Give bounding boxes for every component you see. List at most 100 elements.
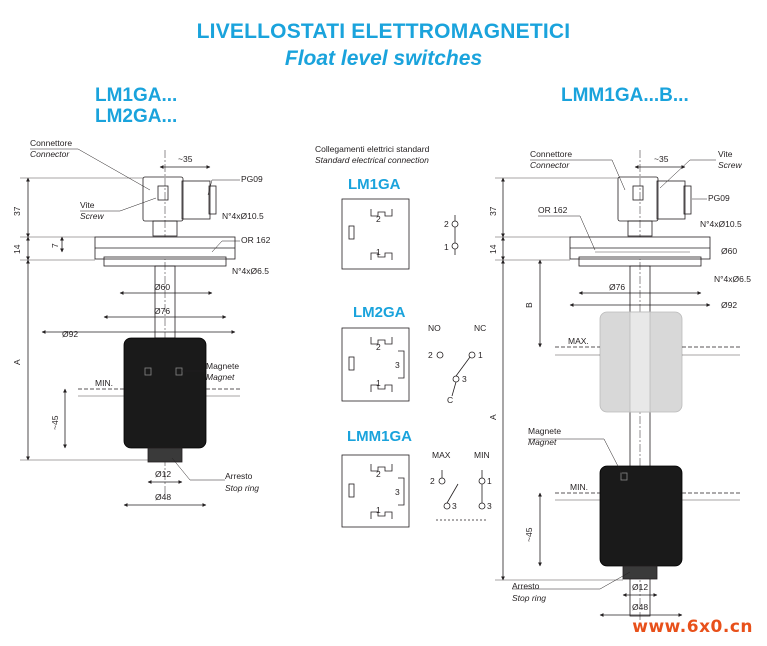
lm1-pin2-label: 2 [376,214,381,224]
lm2-c-label: C [447,395,453,405]
left-connector-label-en: Connector [30,149,70,159]
lm2-no-label: NO [428,323,441,333]
right-connector-gland [656,180,686,220]
lm1-contact-2: 2 [444,219,449,229]
left-dim-a: A [12,359,22,365]
left-holes-lower: N°4xØ6.5 [232,266,269,276]
left-dim-92: Ø92 [62,329,78,339]
lmm1-contact-1: 1 [487,476,492,486]
left-dim-35: ~35 [178,154,193,164]
left-dim-12: Ø12 [155,469,171,479]
model-lm1ga: LM1GA... [95,85,178,106]
lmm1-pin1-label: 1 [376,505,381,515]
left-dim-45: ~45 [50,415,60,430]
lmm1-pin2 [370,464,393,472]
left-connector-base [152,220,178,237]
left-magnet-label-en: Magnet [206,372,235,382]
right-dim-35: ~35 [654,154,669,164]
right-connector-label: Connettore [530,149,572,159]
right-connector-base [627,220,653,237]
left-stop-label: Arresto [225,471,253,481]
connection-heading: Collegamenti elettrici standard [315,144,430,154]
right-screw [632,185,644,201]
left-holes-upper: N°4xØ10.5 [222,211,264,221]
right-dim-92: Ø92 [721,300,737,310]
left-connector-gland [181,180,211,220]
right-dim-a: A [488,414,498,420]
right-magnet [620,472,628,481]
title-italian: LIVELLOSTATI ELETTROMAGNETICI [196,20,571,43]
left-dim-7: 7 [50,243,60,248]
right-dim-45: ~45 [524,527,534,542]
left-dim-14: 14 [12,244,22,254]
lmm1-min-label: MIN [474,450,490,460]
center-schematics: Collegamenti elettrici standard Standard… [315,144,492,528]
right-stop-label-en: Stop ring [512,593,546,603]
connection-heading-en: Standard electrical connection [315,155,429,165]
left-pg-nut [208,185,217,215]
left-connector-body [142,176,184,222]
lm1-contact-1: 1 [444,242,449,252]
lmm1-pin1 [370,511,393,519]
lm1-pin1-label: 1 [376,247,381,257]
lmm1-contact-2: 2 [430,476,435,486]
right-max-label: MAX. [568,336,589,346]
right-stop-label: Arresto [512,581,540,591]
lm2-contact-2: 2 [428,350,433,360]
left-dim-48: Ø48 [155,492,171,502]
right-dim-48: Ø48 [632,602,648,612]
watermark: www.6x0.cn [632,617,753,637]
lmm1-pin3-label: 3 [395,487,400,497]
lm2-contact-1: 1 [478,350,483,360]
left-dim-60: Ø60 [154,282,170,292]
lm1-schematic-title: LM1GA [348,176,401,193]
lmm1-max-blade [446,483,459,504]
lm2-pin3-label: 3 [395,360,400,370]
right-magnet-label: Magnete [528,426,561,436]
left-dim-37: 37 [12,206,22,216]
right-dim-b: B [524,302,534,308]
right-connector-body [617,176,659,222]
right-screw-label-en: Screw [718,160,742,170]
lmm1-max-label: MAX [432,450,451,460]
left-magnet-left [144,367,152,376]
lm2-nc-label: NC [474,323,486,333]
left-magnet-label: Magnete [206,361,239,371]
lm2-schematic-title: LM2GA [353,304,406,321]
lmm1-ground [348,483,355,498]
lmm1-pin3 [398,477,405,506]
right-magnet-label-en: Magnet [528,437,557,447]
lm2-pin2-label: 2 [376,342,381,352]
left-drawing [20,148,240,507]
lmm1-contact-3a: 3 [452,501,457,511]
lm2-pin1 [370,384,393,392]
lmm1-pin2-label: 2 [376,469,381,479]
lm1-pin1 [370,252,393,260]
lm2-connector-box [341,327,410,402]
lm2-switch-blade [455,356,471,377]
lmm1-contact-3b: 3 [487,501,492,511]
lm1-pin2 [370,209,393,217]
left-or-label: OR 162 [241,235,271,245]
right-min-label: MIN. [570,482,588,492]
lm2-pin3 [398,350,405,379]
left-pg-label: PG09 [241,174,263,184]
left-float [123,337,207,449]
left-stop-ring [147,447,183,463]
right-pg-label: PG09 [708,193,730,203]
left-screw [157,185,169,201]
right-or-label: OR 162 [538,205,568,215]
lmm1-connector-box [341,454,410,528]
right-screw-label: Vite [718,149,733,159]
title-english: Float level switches [284,47,483,70]
right-holes-upper: N°4xØ10.5 [700,219,742,229]
model-lmm1ga-b: LMM1GA...B... [561,85,689,106]
lm2-pin2 [370,337,393,345]
lm1-ground [348,225,355,240]
right-stop-ring [622,565,658,580]
right-pg-nut [683,185,692,215]
model-lm2ga: LM2GA... [95,106,178,127]
lm2-contact-3: 3 [462,374,467,384]
right-connector-label-en: Connector [530,160,570,170]
